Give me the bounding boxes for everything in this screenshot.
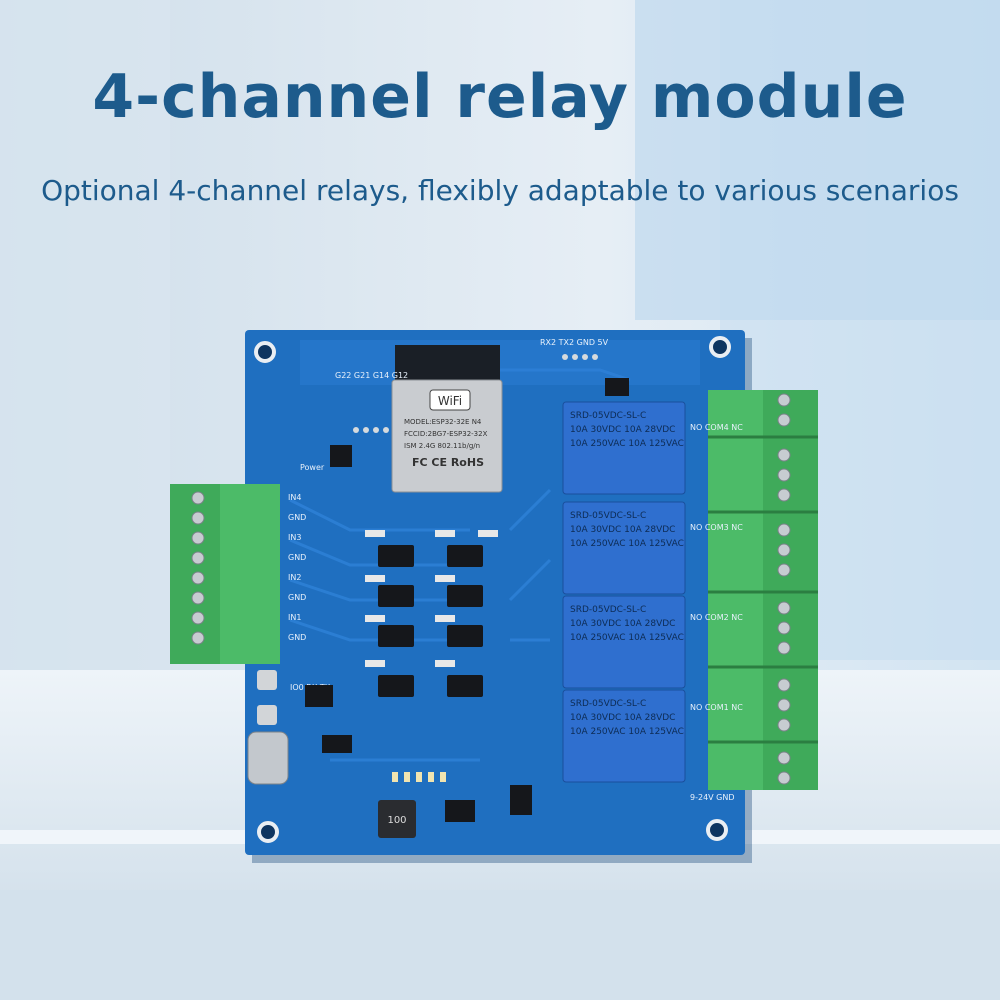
svg-text:IN2: IN2 bbox=[288, 573, 301, 582]
relay-3 bbox=[562, 595, 686, 689]
svg-text:GND: GND bbox=[288, 593, 306, 602]
svg-text:IN3: IN3 bbox=[288, 533, 301, 542]
svg-text:MODEL:ESP32-32E N4: MODEL:ESP32-32E N4 bbox=[404, 418, 482, 426]
svg-text:SRD-05VDC-SL-C: SRD-05VDC-SL-C bbox=[570, 699, 646, 709]
esp32-antenna bbox=[395, 345, 500, 383]
optocoupler-array bbox=[378, 545, 483, 697]
svg-text:GND: GND bbox=[288, 553, 306, 562]
page-subtitle: Optional 4-channel relays, flexibly adap… bbox=[41, 174, 959, 207]
svg-text:10A 250VAC 10A 125VAC: 10A 250VAC 10A 125VAC bbox=[570, 439, 684, 449]
svg-text:10A 250VAC 10A 125VAC: 10A 250VAC 10A 125VAC bbox=[570, 539, 684, 549]
svg-text:SRD-05VDC-SL-C: SRD-05VDC-SL-C bbox=[570, 511, 646, 521]
svg-text:10A 30VDC 10A 28VDC: 10A 30VDC 10A 28VDC bbox=[570, 619, 675, 629]
mount-hole-bl bbox=[257, 821, 279, 843]
relay-1 bbox=[562, 401, 686, 495]
svg-text:ISM 2.4G 802.11b/g/n: ISM 2.4G 802.11b/g/n bbox=[404, 442, 480, 450]
power-inductor bbox=[378, 800, 416, 838]
svg-text:RX2 TX2 GND 5V: RX2 TX2 GND 5V bbox=[540, 338, 609, 347]
svg-text:SRD-05VDC-SL-C: SRD-05VDC-SL-C bbox=[570, 605, 646, 615]
mount-hole-tr bbox=[709, 336, 731, 358]
svg-text:10A 30VDC 10A 28VDC: 10A 30VDC 10A 28VDC bbox=[570, 525, 675, 535]
relay-4 bbox=[562, 689, 686, 783]
mount-hole-br bbox=[706, 819, 728, 841]
svg-text:10A 250VAC 10A 125VAC: 10A 250VAC 10A 125VAC bbox=[570, 633, 684, 643]
svg-text:G22 G21 G14 G12: G22 G21 G14 G12 bbox=[335, 371, 408, 380]
svg-text:Power: Power bbox=[300, 463, 325, 472]
button-io0 bbox=[257, 670, 277, 690]
svg-text:SRD-05VDC-SL-C: SRD-05VDC-SL-C bbox=[570, 411, 646, 421]
svg-text:100: 100 bbox=[387, 815, 406, 826]
svg-text:NO COM4 NC: NO COM4 NC bbox=[690, 423, 743, 432]
svg-text:10A 30VDC 10A 28VDC: 10A 30VDC 10A 28VDC bbox=[570, 713, 675, 723]
svg-text:FC CE RoHS: FC CE RoHS bbox=[412, 456, 484, 469]
svg-text:GND: GND bbox=[288, 513, 306, 522]
button-reset bbox=[257, 705, 277, 725]
svg-text:IN4: IN4 bbox=[288, 493, 301, 502]
esp32-module bbox=[391, 379, 503, 493]
usb-c-port bbox=[247, 731, 289, 785]
svg-text:NO COM2 NC: NO COM2 NC bbox=[690, 613, 743, 622]
mount-hole-tl bbox=[254, 341, 276, 363]
svg-text:NO COM3 NC: NO COM3 NC bbox=[690, 523, 743, 532]
wifi-logo: WiFi bbox=[438, 394, 462, 408]
svg-text:9-24V GND: 9-24V GND bbox=[690, 793, 735, 802]
svg-text:10A 30VDC 10A 28VDC: 10A 30VDC 10A 28VDC bbox=[570, 425, 675, 435]
output-terminals bbox=[708, 390, 818, 790]
relay-2 bbox=[562, 501, 686, 595]
svg-text:FCCID:2BG7-ESP32-32X: FCCID:2BG7-ESP32-32X bbox=[404, 430, 488, 438]
svg-text:IN1: IN1 bbox=[288, 613, 301, 622]
svg-text:NO COM1 NC: NO COM1 NC bbox=[690, 703, 743, 712]
svg-text:10A 250VAC 10A 125VAC: 10A 250VAC 10A 125VAC bbox=[570, 727, 684, 737]
relay-bank bbox=[562, 401, 686, 783]
svg-text:GND: GND bbox=[288, 633, 306, 642]
input-terminals bbox=[170, 484, 280, 664]
page-title: 4-channel relay module bbox=[92, 62, 908, 132]
